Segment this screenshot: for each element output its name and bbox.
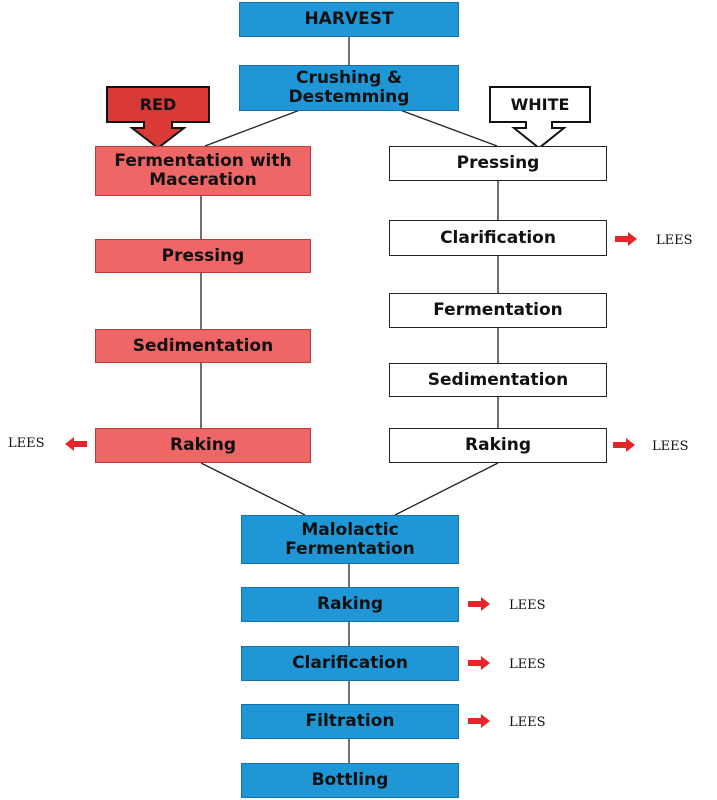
white-fermentation-step: Fermentation bbox=[389, 293, 607, 328]
filtration-step: Filtration bbox=[241, 704, 459, 739]
white-clarification-step: Clarification bbox=[389, 220, 607, 256]
right-arrow-icon bbox=[468, 656, 490, 670]
raking-lees-label: LEES bbox=[509, 598, 546, 613]
left-arrow-icon bbox=[65, 437, 87, 451]
harvest-step: HARVEST bbox=[239, 2, 459, 37]
white-raking-label: Raking bbox=[465, 435, 531, 456]
red-tag-label: RED bbox=[139, 94, 177, 114]
white-raking-step: Raking bbox=[389, 428, 607, 463]
white-clarification-lees-label: LEES bbox=[656, 233, 693, 248]
filtration-label: Filtration bbox=[305, 711, 395, 732]
bottling-label: Bottling bbox=[311, 770, 389, 791]
white-fermentation-label: Fermentation bbox=[433, 300, 563, 321]
connector-red-malolactic bbox=[200, 462, 306, 516]
connector-white-malolactic bbox=[394, 462, 499, 516]
raking-label: Raking bbox=[317, 594, 383, 615]
bottling-step: Bottling bbox=[241, 763, 459, 798]
clarification-lees-label: LEES bbox=[509, 657, 546, 672]
right-arrow-icon bbox=[468, 714, 490, 728]
connector-crushing-red bbox=[204, 109, 301, 147]
white-pressing-step: Pressing bbox=[389, 146, 607, 181]
red-sedimentation-step: Sedimentation bbox=[95, 329, 311, 363]
white-clarification-label: Clarification bbox=[440, 227, 556, 248]
harvest-label: HARVEST bbox=[304, 9, 394, 30]
right-arrow-icon bbox=[468, 597, 490, 611]
red-pressing-label: Pressing bbox=[161, 245, 245, 266]
red-tag-arrow-icon bbox=[106, 86, 210, 150]
red-fermentation-label-line1: Fermentation with bbox=[114, 151, 292, 172]
malolactic-label-line1: Malolactic bbox=[301, 519, 399, 540]
red-raking-step: Raking bbox=[95, 428, 311, 463]
filtration-lees-label: LEES bbox=[509, 715, 546, 730]
raking-step: Raking bbox=[241, 587, 459, 622]
white-tag-arrow-icon bbox=[489, 86, 591, 150]
right-arrow-icon bbox=[613, 438, 635, 452]
white-tag-label: WHITE bbox=[510, 94, 570, 114]
right-arrow-icon bbox=[615, 232, 637, 246]
crushing-label-line2: Destemming bbox=[288, 87, 410, 107]
white-pressing-label: Pressing bbox=[456, 153, 540, 174]
red-fermentation-maceration-step: Fermentation with Maceration bbox=[95, 146, 311, 196]
red-fermentation-label-line2: Maceration bbox=[149, 170, 257, 190]
white-sedimentation-step: Sedimentation bbox=[389, 363, 607, 397]
malolactic-label-line2: Fermentation bbox=[285, 538, 415, 559]
red-raking-label: Raking bbox=[170, 435, 236, 456]
crushing-destemming-step: Crushing & Destemming bbox=[239, 65, 459, 111]
clarification-label: Clarification bbox=[292, 653, 408, 674]
red-raking-lees-label: LEES bbox=[8, 436, 45, 451]
white-raking-lees-label: LEES bbox=[652, 439, 689, 454]
red-sedimentation-label: Sedimentation bbox=[132, 335, 274, 356]
crushing-label-line1: Crushing & bbox=[295, 68, 402, 89]
clarification-step: Clarification bbox=[241, 646, 459, 681]
connector-crushing-white bbox=[399, 109, 498, 147]
white-sedimentation-label: Sedimentation bbox=[427, 369, 569, 390]
red-pressing-step: Pressing bbox=[95, 239, 311, 273]
malolactic-fermentation-step: Malolactic Fermentation bbox=[241, 515, 459, 564]
